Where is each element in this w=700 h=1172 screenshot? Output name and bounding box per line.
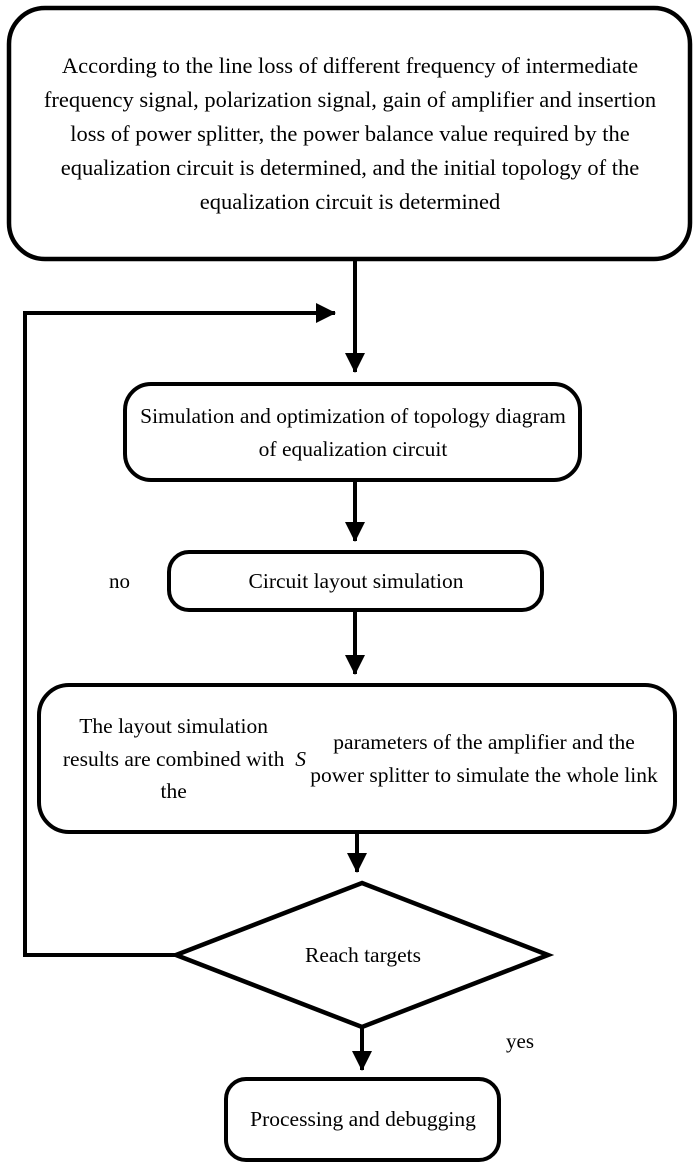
edge-feedback-loop [23, 303, 336, 957]
node-3-shape [167, 550, 544, 612]
node-4-shape [37, 683, 677, 834]
node-1-shape [6, 5, 693, 262]
node-5-shape [169, 880, 555, 1030]
edge-label-no: no [109, 569, 130, 593]
node-2-shape [123, 382, 582, 482]
node-6-shape [224, 1077, 501, 1162]
edge-label-yes: yes [506, 1029, 534, 1053]
